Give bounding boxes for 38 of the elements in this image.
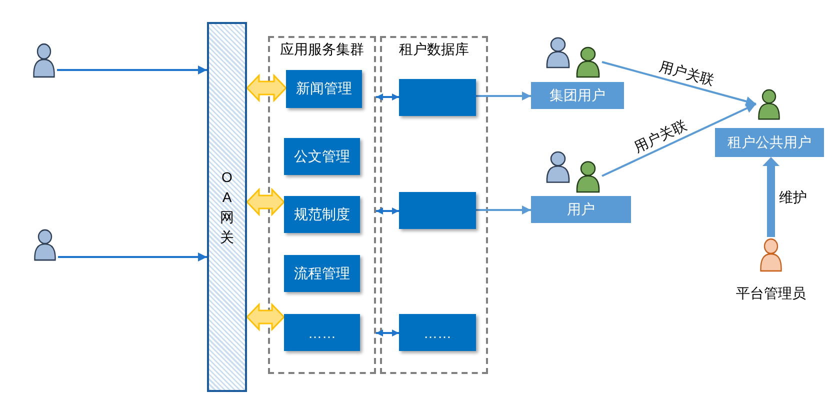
- user-box: 租户公共用户: [715, 128, 824, 157]
- block-arrow: [246, 74, 288, 102]
- dashed-group-box: [380, 36, 488, 374]
- person-icon: [756, 88, 782, 121]
- process-box: 新闻管理: [286, 70, 362, 108]
- people-icon: [544, 36, 602, 78]
- block-arrow: [246, 302, 286, 332]
- arrow: [476, 92, 531, 100]
- person-icon: [31, 42, 57, 79]
- arrow: [58, 252, 207, 262]
- process-box: 流程管理: [284, 255, 360, 292]
- double-arrow: [376, 330, 399, 336]
- process-box: ……: [399, 314, 476, 351]
- arrow: [57, 66, 207, 74]
- process-box: 公文管理: [284, 138, 360, 175]
- arrow: [476, 206, 531, 214]
- block-arrow: [246, 188, 286, 216]
- arrow: [602, 103, 756, 177]
- double-arrow: [376, 208, 399, 214]
- data-box: [399, 79, 476, 116]
- group-title: 租户数据库: [399, 40, 469, 58]
- process-box: ……: [284, 314, 360, 351]
- process-box: 规范制度: [284, 196, 360, 233]
- edge-label: 用户关联: [631, 116, 689, 155]
- user-box: 用户: [531, 196, 631, 223]
- person-label: 平台管理员: [736, 284, 806, 302]
- edge-label: 维护: [779, 189, 807, 205]
- user-box: 集团用户: [531, 82, 624, 109]
- double-arrow: [376, 94, 399, 100]
- gateway-bar: OA网关: [207, 22, 247, 392]
- edge-label: 用户关联: [658, 58, 716, 88]
- person-icon: [32, 228, 58, 262]
- block-arrow: [762, 157, 780, 237]
- group-title: 应用服务集群: [280, 40, 364, 58]
- data-box: [399, 192, 476, 229]
- dashed-group-box: [268, 36, 376, 374]
- people-icon: [544, 150, 602, 193]
- arrow: [602, 61, 756, 106]
